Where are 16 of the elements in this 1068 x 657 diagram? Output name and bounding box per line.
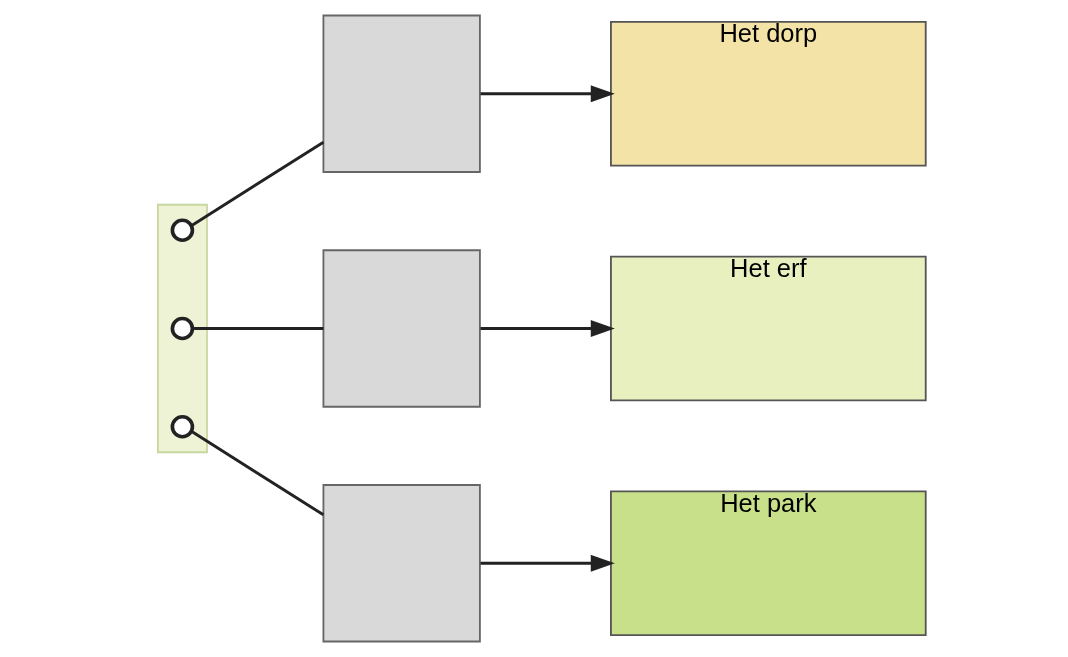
node-box: [322, 484, 481, 643]
arrow: [480, 554, 615, 572]
arrow: [480, 85, 615, 103]
node-circle: [170, 316, 194, 341]
node-circle: [170, 218, 194, 243]
connector: [191, 327, 323, 330]
node-circle: [170, 414, 194, 439]
node-box: Het park: [609, 490, 927, 636]
connector: [190, 430, 324, 517]
node-box: Het erf: [609, 255, 927, 402]
node-box: [322, 249, 481, 408]
arrow: [480, 320, 615, 337]
cluster: [156, 203, 208, 454]
node-box: Het dorp: [609, 21, 927, 167]
connector: [190, 140, 324, 227]
node-box: [322, 14, 481, 173]
